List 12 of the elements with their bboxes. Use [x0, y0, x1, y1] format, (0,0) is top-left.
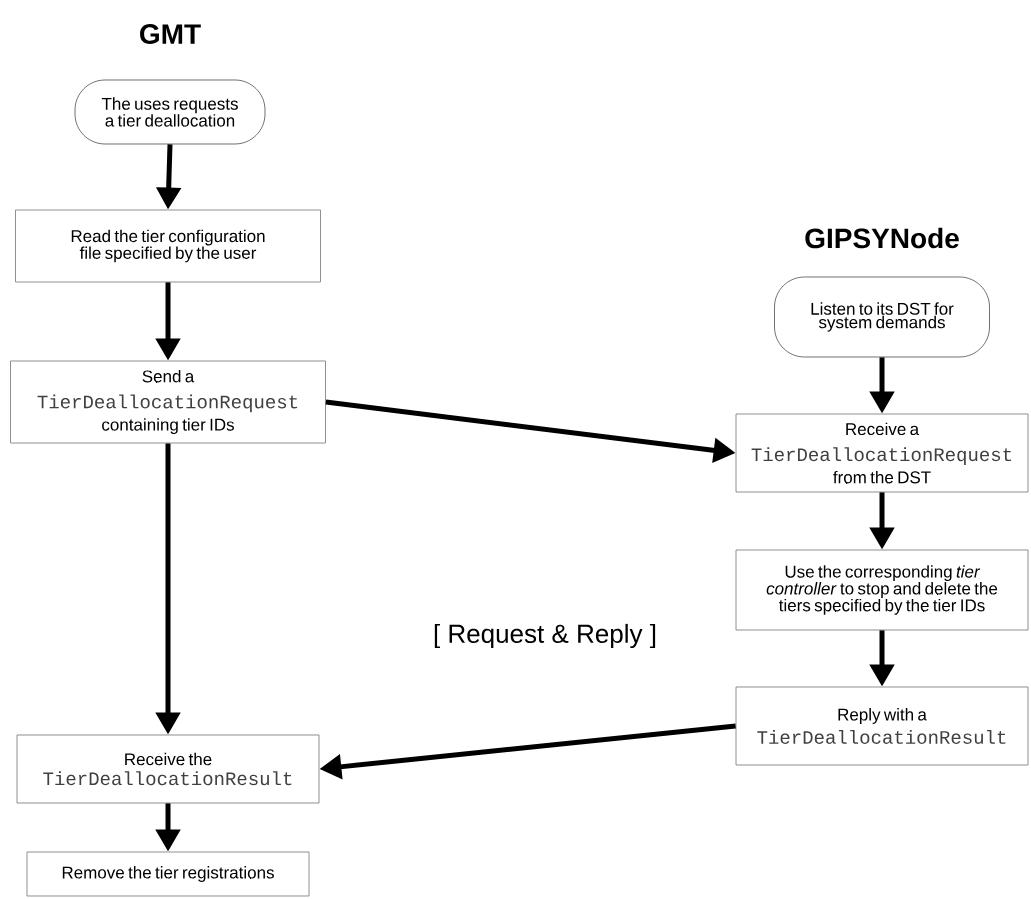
- process-box: Remove the tier registrations: [26, 851, 310, 897]
- column-heading: GIPSYNode: [805, 227, 959, 249]
- start-terminal: Listen to its DST for system demands: [774, 276, 990, 358]
- process-box: Receive the TierDeallocationResult: [16, 734, 320, 804]
- process-box: Send a TierDeallocationRequest containing tier IDs: [10, 360, 326, 444]
- start-terminal: The uses requests a tier deallocation: [74, 79, 266, 145]
- section-label: [ Request & Reply ]: [434, 623, 656, 649]
- process-box: Use the corresponding tier controller to stop and delete the tiers specified by the tier IDs: [735, 549, 1029, 631]
- process-box: Receive a TierDeallocationRequest from the DST: [735, 413, 1029, 493]
- column-heading: GMT: [140, 24, 201, 44]
- process-box: Reply with a TierDeallocationResult: [735, 686, 1029, 766]
- process-box: Read the tier configuration file specified by the user: [15, 209, 321, 283]
